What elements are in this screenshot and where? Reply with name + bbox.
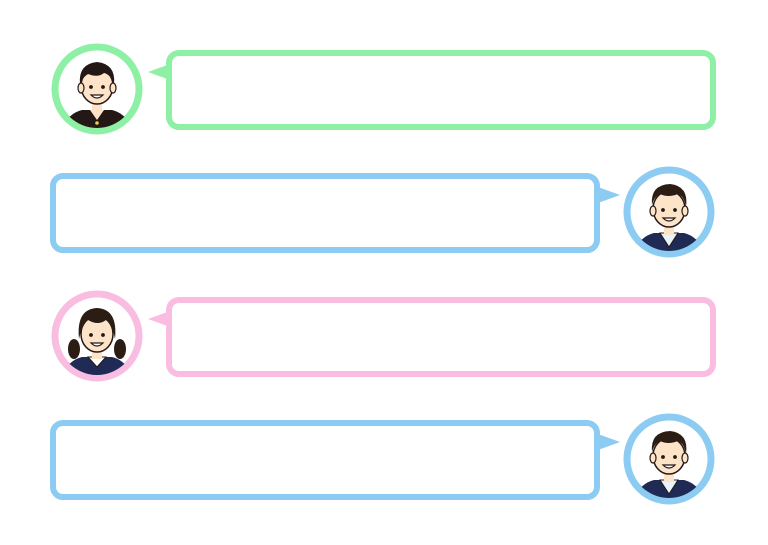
dialogue-row-1 xyxy=(0,40,768,140)
schoolboy-avatar-icon xyxy=(51,43,143,135)
speech-bubble xyxy=(166,50,716,130)
bubble-tail xyxy=(598,187,620,203)
bubble-tail xyxy=(148,64,170,80)
bubble-tail xyxy=(148,311,170,327)
speech-bubble xyxy=(50,420,600,500)
bubble-tail xyxy=(598,434,620,450)
speech-bubble xyxy=(50,173,600,253)
dialogue-row-4 xyxy=(0,410,768,510)
dialogue-row-3 xyxy=(0,287,768,387)
office-man-avatar-icon xyxy=(623,166,715,258)
office-man-avatar-icon xyxy=(623,413,715,505)
schoolgirl-avatar-icon xyxy=(51,290,143,382)
speech-bubble xyxy=(166,297,716,377)
dialogue-row-2 xyxy=(0,163,768,263)
